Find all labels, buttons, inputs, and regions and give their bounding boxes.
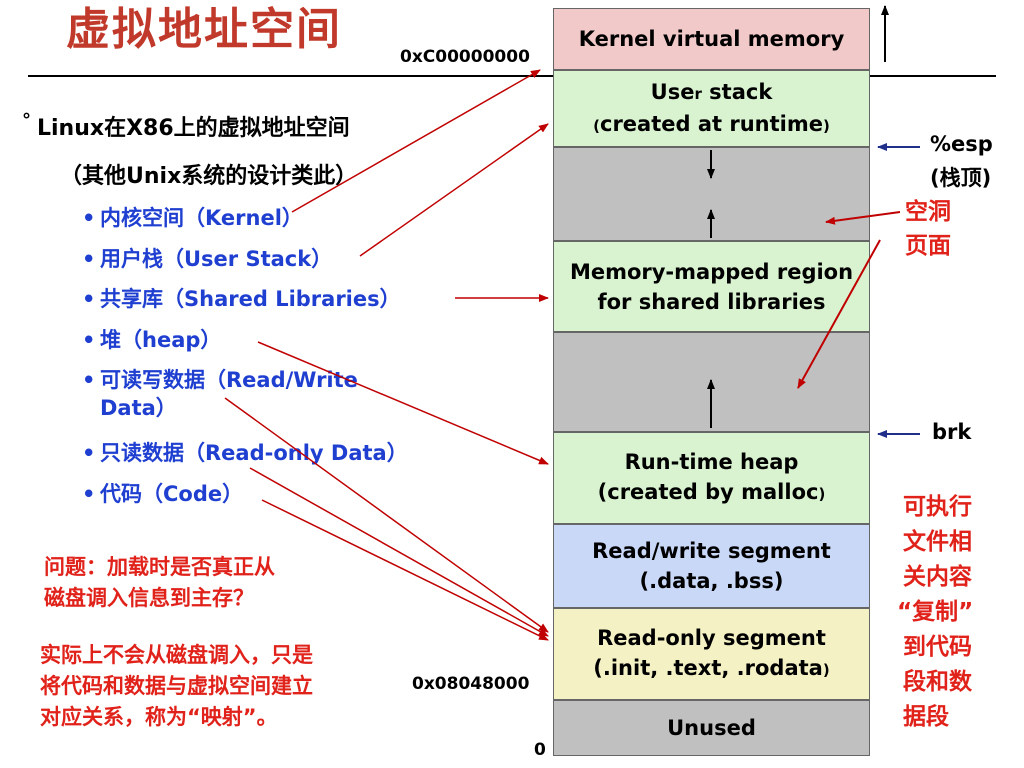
question-line: 磁盘调入信息到主存？: [44, 586, 254, 610]
main-bullet-text: Linux在X86上的虚拟地址空间: [37, 116, 350, 141]
segment-label-part: (.init, .text, .rodata: [593, 656, 823, 680]
segment-label-part: Run-time heap: [624, 450, 799, 474]
copy-note-line: 据段: [903, 704, 949, 730]
segment-shared-libraries: Memory-mapped region for shared librarie…: [553, 241, 870, 332]
list-item-text: 用户栈（User Stack）: [100, 247, 333, 271]
segment-label-part: (created by malloc: [597, 480, 819, 504]
copy-note-line: “复制”: [897, 599, 974, 625]
answer-line: 对应关系，称为“映射”。: [40, 705, 278, 729]
segment-label: Read/write segment (.data, .bss): [592, 536, 831, 596]
hole-upper-arrow-icon: [825, 211, 901, 225]
segment-label-part: created at runtime: [600, 111, 823, 136]
address-top: 0xC00000000: [400, 47, 530, 67]
rw-data-mapping-arrow-icon: [224, 397, 549, 633]
ro-data-mapping-arrow-icon: [249, 467, 549, 637]
list-item-text: 内核空间（Kernel）: [100, 206, 303, 230]
segment-label-part: r: [694, 84, 702, 103]
segment-read-only: Read-only segment (.init, .text, .rodata…: [553, 608, 870, 700]
esp-sub-label: (栈顶): [930, 166, 992, 190]
segment-unused: Unused: [553, 700, 870, 756]
segment-label-part: Read/write segment: [592, 539, 831, 563]
code-mapping-arrow-icon: [261, 499, 549, 641]
segment-user-stack: User stack (created at runtime): [553, 70, 870, 147]
copy-note-line: 段和数: [903, 669, 972, 695]
segment-label-part: (.data, .bss): [639, 569, 784, 593]
segment-label-part: ): [822, 661, 830, 679]
copy-note-line: 关内容: [903, 564, 972, 590]
segment-label-part: ): [818, 485, 826, 503]
list-item-text: 代码（Code）: [100, 482, 244, 506]
segment-label: Read-only segment (.init, .text, .rodata…: [593, 623, 829, 685]
segment-label-part: (: [593, 116, 600, 135]
hole-label-line1: 空洞: [905, 199, 951, 225]
segment-label: Unused: [667, 716, 756, 740]
list-item-kernel: •内核空间（Kernel）: [82, 206, 303, 230]
sub-bullet: （其他Unix系统的设计类此）: [60, 164, 358, 189]
title-divider: [28, 75, 996, 77]
segment-label: Memory-mapped region for shared librarie…: [570, 257, 853, 317]
copy-note-line: 文件相: [903, 529, 972, 555]
esp-label: %esp: [930, 132, 993, 156]
heap-mapping-arrow-icon: [257, 341, 549, 465]
bullet-marker-icon: °: [22, 110, 31, 131]
list-item-text: 可读写数据（Read/Write: [100, 368, 358, 392]
segment-read-write: Read/write segment (.data, .bss): [553, 524, 870, 608]
list-item-code: •代码（Code）: [82, 482, 244, 506]
hole-label-line2: 页面: [905, 233, 951, 259]
brk-label: brk: [932, 420, 972, 444]
question-note: 问题：加载时是否真正从 磁盘调入信息到主存？: [44, 552, 275, 614]
question-line: 问题：加载时是否真正从: [44, 555, 275, 579]
segment-label-part: for shared libraries: [597, 289, 826, 314]
list-item-text: 堆（heap）: [100, 328, 222, 352]
list-item-text-continued: Data）: [100, 396, 177, 420]
segment-label: Kernel virtual memory: [578, 27, 845, 51]
segment-label-part: Use: [650, 79, 695, 104]
user-stack-mapping-arrow-icon: [359, 123, 549, 257]
segment-kernel-virtual-memory: Kernel virtual memory: [553, 8, 870, 70]
page-title: 虚拟地址空间: [66, 4, 342, 55]
main-bullet: ° Linux在X86上的虚拟地址空间: [22, 110, 350, 142]
segment-label-part: Read-only segment: [597, 626, 826, 650]
segment-label-part: Memory-mapped region: [569, 259, 854, 284]
segment-run-time-heap: Run-time heap (created by malloc): [553, 432, 870, 524]
address-bottom-seg: 0x08048000: [412, 674, 530, 694]
list-item-shared-libraries: •共享库（Shared Libraries）: [82, 287, 401, 311]
copy-note-line: 可执行: [903, 494, 972, 520]
answer-line: 将代码和数据与虚拟空间建立: [40, 674, 313, 698]
kernel-mapping-arrow-icon: [291, 69, 541, 213]
list-item-text: 只读数据（Read-only Data）: [100, 441, 408, 465]
copy-note: 可执行 文件相 关内容 “复制” 到代码 段和数 据段: [897, 490, 973, 735]
list-item-heap: •堆（heap）: [82, 328, 222, 352]
hole-lower-arrow-icon: [797, 239, 881, 389]
list-item-user-stack: •用户栈（User Stack）: [82, 247, 333, 271]
list-item-text: 共享库（Shared Libraries）: [100, 287, 401, 311]
segment-label: Run-time heap (created by malloc): [598, 447, 826, 509]
copy-note-line: 到代码: [903, 634, 972, 660]
segment-label-part: ): [822, 116, 830, 135]
address-zero: 0: [534, 740, 546, 760]
answer-line: 实际上不会从磁盘调入，只是: [40, 643, 313, 667]
segment-label-part: stack: [701, 79, 773, 104]
segment-label: User stack (created at runtime): [593, 77, 830, 141]
list-item-read-only-data: •只读数据（Read-only Data）: [82, 441, 408, 465]
answer-note: 实际上不会从磁盘调入，只是 将代码和数据与虚拟空间建立 对应关系，称为“映射”。: [40, 640, 313, 733]
